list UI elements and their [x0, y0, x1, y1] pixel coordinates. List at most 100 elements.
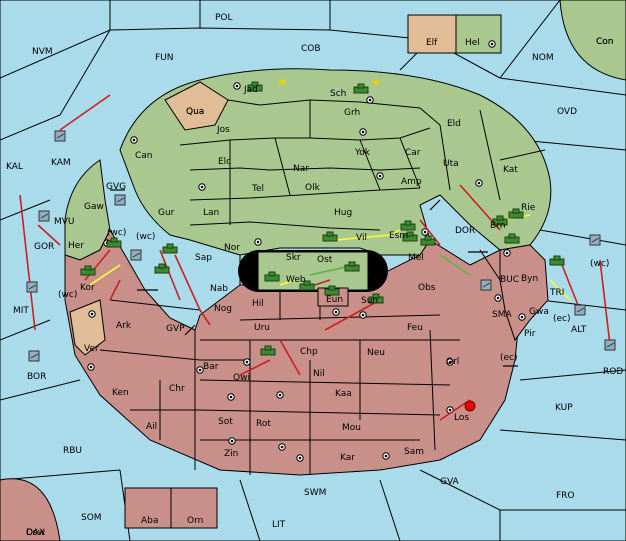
south-label: Feu	[407, 323, 423, 333]
sea-label: NOM	[532, 53, 554, 63]
sea-label: MIT	[13, 306, 29, 316]
fleet-unit-icon[interactable]	[54, 130, 66, 142]
army-unit-icon[interactable]	[492, 215, 508, 226]
battle-icon	[464, 400, 476, 412]
sea-label: FRO	[556, 491, 575, 501]
south-label: Kar	[340, 453, 355, 463]
army-unit-icon[interactable]	[400, 220, 416, 231]
supply-center-core	[505, 251, 509, 255]
sea-label: SWM	[304, 488, 326, 498]
south-label: Sam	[404, 447, 424, 457]
supply-center-core	[90, 312, 94, 316]
sea-label: ALT	[571, 325, 587, 335]
army-unit-icon[interactable]	[264, 271, 280, 282]
south-label: Byn	[521, 274, 538, 284]
star-icon: ★	[371, 75, 382, 89]
fleet-unit-icon[interactable]	[114, 194, 126, 206]
north-label: Car	[405, 148, 421, 158]
south-label: Gwa	[529, 307, 549, 317]
army-unit-icon[interactable]	[344, 261, 360, 272]
supply-center-core	[378, 174, 382, 178]
fleet-unit-icon[interactable]	[589, 234, 601, 246]
sea-label: FUN	[155, 53, 174, 63]
north-label: Web	[286, 275, 306, 285]
star-icon: ★	[277, 75, 288, 89]
army-unit-icon[interactable]	[324, 285, 340, 296]
supply-center-core	[384, 454, 388, 458]
neutral-label: Ver	[84, 344, 99, 354]
supply-center-core	[132, 138, 136, 142]
supply-center-core	[229, 395, 233, 399]
sea-label: GVG	[106, 182, 126, 192]
south-label: Obs	[418, 283, 436, 293]
army-unit-icon[interactable]	[162, 243, 178, 254]
fleet-unit-icon[interactable]	[38, 210, 50, 222]
army-unit-icon[interactable]	[106, 237, 122, 248]
south-label: Hil	[252, 299, 264, 309]
fleet-unit-icon[interactable]	[574, 304, 586, 316]
sea-label: (ec)	[500, 353, 518, 363]
south-label: Qwi	[233, 373, 250, 383]
south-label: Mou	[342, 423, 361, 433]
south-label: Pir	[524, 329, 536, 339]
supply-center-core	[200, 185, 204, 189]
supply-center-core	[278, 393, 282, 397]
sea-label: BUC	[500, 275, 519, 285]
support-lines	[89, 214, 571, 301]
army-unit-icon[interactable]	[154, 263, 170, 274]
army-unit-icon[interactable]	[549, 255, 565, 266]
south-label: Bar	[203, 362, 219, 372]
fleet-unit-icon[interactable]	[28, 350, 40, 362]
supply-center-core	[245, 360, 249, 364]
legend-neutral-box	[407, 14, 457, 54]
supply-center-core	[520, 315, 524, 319]
army-unit-icon[interactable]	[402, 231, 418, 242]
north-landmass[interactable]	[119, 68, 552, 256]
army-unit-icon[interactable]	[353, 83, 369, 94]
army-unit-icon[interactable]	[368, 293, 384, 304]
sea-label: KAM	[51, 158, 71, 168]
fleet-unit-icon[interactable]	[26, 281, 38, 293]
north-label: Uta	[443, 159, 459, 169]
army-unit-icon[interactable]	[420, 235, 436, 246]
south-box-label-aba: Aba	[141, 516, 158, 526]
south-label: Los	[454, 413, 469, 423]
army-unit-icon[interactable]	[508, 208, 524, 219]
army-unit-icon[interactable]	[260, 345, 276, 356]
territory-ver[interactable]	[69, 299, 106, 356]
army-unit-icon[interactable]	[299, 280, 315, 291]
north-label: Eld	[447, 119, 461, 129]
legend-north-label: Hel	[465, 38, 480, 48]
army-unit-icon[interactable]	[504, 233, 520, 244]
south-east-arm[interactable]	[499, 244, 549, 342]
sea-label: RBU	[63, 446, 82, 456]
sea-label: GVA	[440, 477, 460, 487]
supply-center-core	[423, 230, 427, 234]
army-unit-icon[interactable]	[322, 231, 338, 242]
army-unit-icon[interactable]	[247, 81, 263, 92]
fleet-unit-icon[interactable]	[604, 339, 616, 351]
army-unit-icon[interactable]	[80, 265, 96, 276]
sea-label: Con	[596, 37, 614, 47]
south-landmass[interactable]	[64, 228, 541, 476]
supply-center-core	[496, 296, 500, 300]
north-label: Jos	[216, 125, 230, 135]
supply-center-core	[448, 360, 452, 364]
south-box-aba	[124, 487, 172, 529]
sea-label: ROD	[603, 367, 623, 377]
north-label: Amp	[401, 177, 422, 187]
fleet-unit-icon[interactable]	[480, 279, 492, 291]
legend-neutral-label: Elf	[426, 38, 438, 48]
fleet-unit-icon[interactable]	[130, 249, 142, 261]
supply-center-core	[298, 456, 302, 460]
north-label: Jad	[243, 85, 258, 95]
supply-center-core	[230, 439, 234, 443]
supply-center-core	[361, 313, 365, 317]
territory-qua[interactable]	[164, 81, 229, 131]
north-label: Nar	[293, 164, 309, 174]
north-label: Esm	[389, 231, 408, 241]
north-label: Olk	[305, 183, 321, 193]
south-label: Rot	[256, 419, 271, 429]
passage-markers	[110, 189, 518, 367]
